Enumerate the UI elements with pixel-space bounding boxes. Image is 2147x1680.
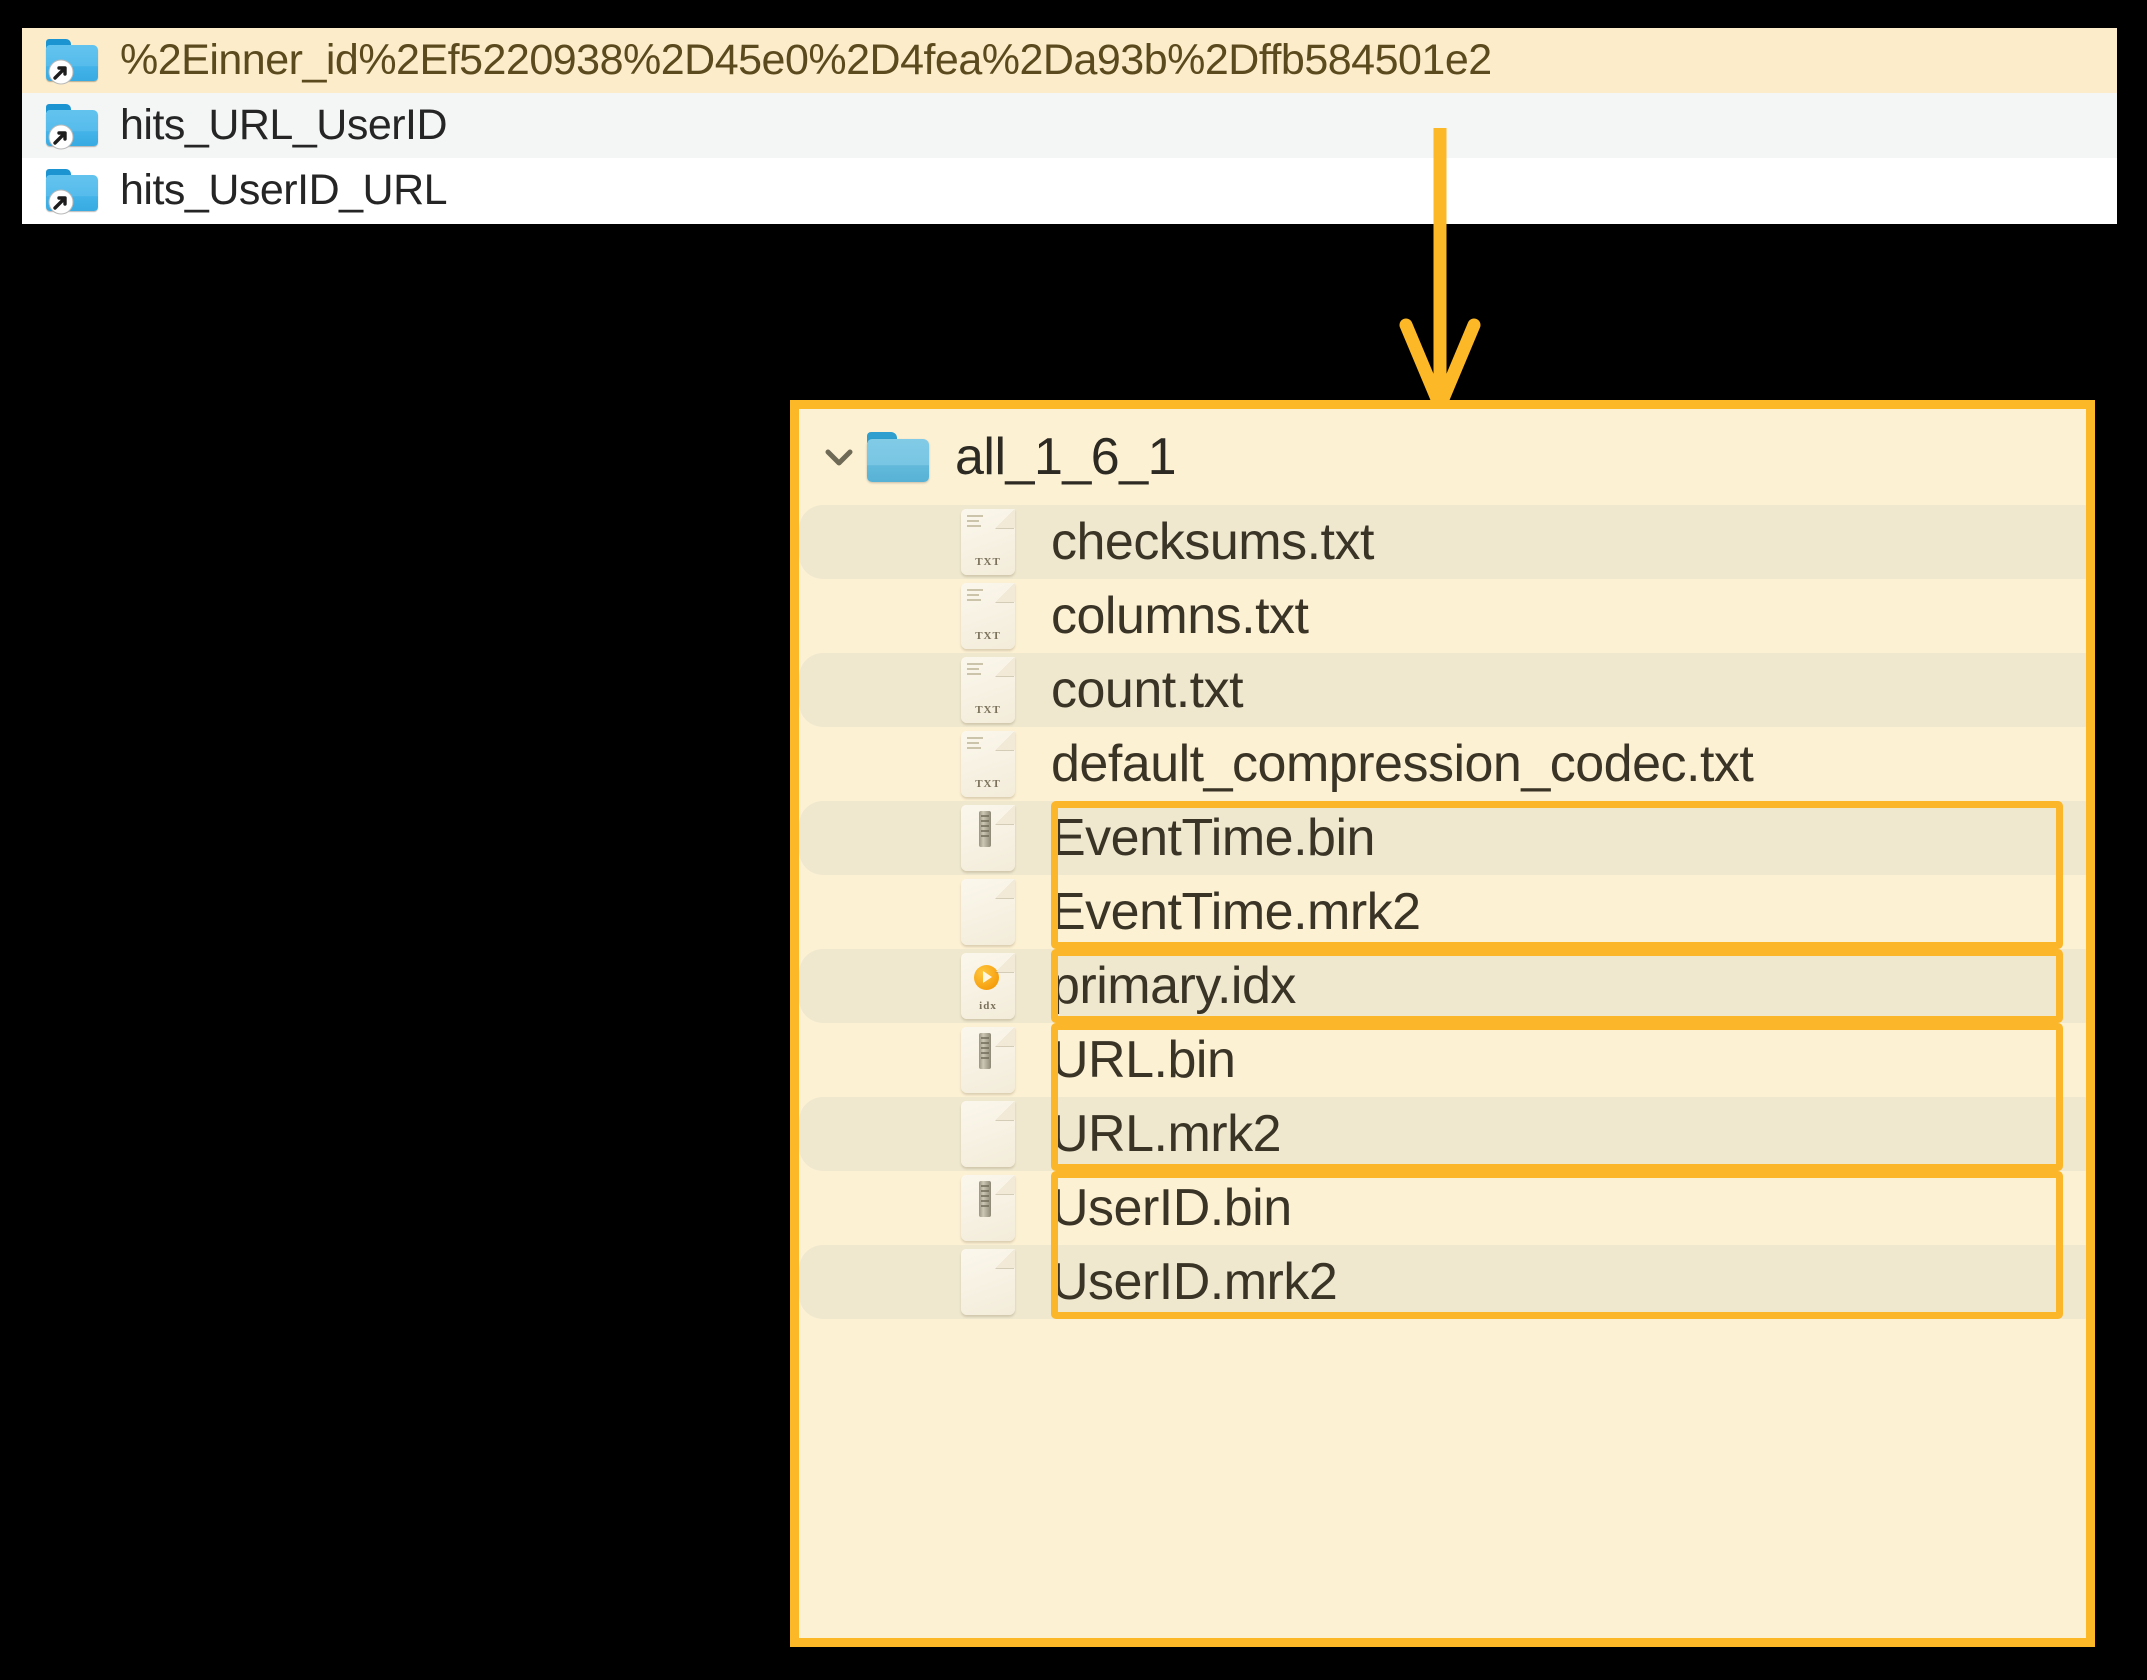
tree-file-row[interactable]: EventTime.mrk2 bbox=[799, 875, 2086, 949]
tree-file-label: EventTime.bin bbox=[1051, 809, 1375, 867]
bin-file-icon bbox=[961, 1175, 1015, 1241]
tree-file-row[interactable]: UserID.mrk2 bbox=[799, 1245, 2086, 1319]
tree-file-label: UserID.bin bbox=[1051, 1179, 1292, 1237]
folder-symlink-icon bbox=[46, 38, 98, 84]
tree-file-label: count.txt bbox=[1051, 661, 1244, 719]
symlink-folder-label: hits_UserID_URL bbox=[120, 166, 448, 214]
folder-symlink-icon bbox=[46, 103, 98, 149]
tree-file-label: columns.txt bbox=[1051, 587, 1309, 645]
file-icon-cell bbox=[799, 1175, 1051, 1241]
symlink-folder-row[interactable]: hits_URL_UserID bbox=[22, 93, 2117, 158]
symlink-folder-row[interactable]: hits_UserID_URL bbox=[22, 158, 2117, 223]
file-icon-cell bbox=[799, 1027, 1051, 1093]
file-icon-cell: TXT bbox=[799, 509, 1051, 575]
chevron-down-icon[interactable] bbox=[817, 435, 861, 479]
symlink-folder-label: hits_URL_UserID bbox=[120, 101, 448, 149]
tree-file-label: URL.bin bbox=[1051, 1031, 1236, 1089]
symlink-folder-label: %2Einner_id%2Ef5220938%2D45e0%2D4fea%2Da… bbox=[120, 36, 1492, 84]
txt-file-icon: TXT bbox=[961, 731, 1015, 797]
symlink-folder-list[interactable]: %2Einner_id%2Ef5220938%2D45e0%2D4fea%2Da… bbox=[22, 28, 2117, 224]
file-icon-cell: idx bbox=[799, 953, 1051, 1019]
tree-file-row[interactable]: TXT count.txt bbox=[799, 653, 2086, 727]
file-icon-cell: TXT bbox=[799, 657, 1051, 723]
tree-file-label: default_compression_codec.txt bbox=[1051, 735, 1754, 793]
tree-file-row[interactable]: EventTime.bin bbox=[799, 801, 2086, 875]
folder-icon bbox=[867, 432, 929, 482]
blank-file-icon bbox=[961, 879, 1015, 945]
txt-file-icon: TXT bbox=[961, 657, 1015, 723]
bin-file-icon bbox=[961, 1027, 1015, 1093]
file-icon-cell bbox=[799, 1101, 1051, 1167]
bin-file-icon bbox=[961, 805, 1015, 871]
file-icon-cell: TXT bbox=[799, 731, 1051, 797]
txt-file-icon: TXT bbox=[961, 583, 1015, 649]
tree-file-label: checksums.txt bbox=[1051, 513, 1374, 571]
idx-file-icon: idx bbox=[961, 953, 1015, 1019]
tree-file-row[interactable]: TXT default_compression_codec.txt bbox=[799, 727, 2086, 801]
alias-arrow-icon bbox=[48, 189, 74, 214]
tree-file-label: EventTime.mrk2 bbox=[1051, 883, 1421, 941]
txt-file-icon: TXT bbox=[961, 509, 1015, 575]
alias-arrow-icon bbox=[48, 124, 74, 149]
file-icon-cell bbox=[799, 805, 1051, 871]
file-icon-cell bbox=[799, 1249, 1051, 1315]
folder-symlink-icon bbox=[46, 168, 98, 214]
tree-file-row[interactable]: URL.bin bbox=[799, 1023, 2086, 1097]
file-icon-cell: TXT bbox=[799, 583, 1051, 649]
tree-file-label: UserID.mrk2 bbox=[1051, 1253, 1338, 1311]
tree-file-label: primary.idx bbox=[1051, 957, 1296, 1015]
tree-folder-row[interactable]: all_1_6_1 bbox=[799, 409, 2086, 505]
tree-file-row[interactable]: UserID.bin bbox=[799, 1171, 2086, 1245]
file-icon-cell bbox=[799, 879, 1051, 945]
tree-file-label: URL.mrk2 bbox=[1051, 1105, 1282, 1163]
alias-arrow-icon bbox=[48, 59, 74, 84]
tree-file-row[interactable]: idx primary.idx bbox=[799, 949, 2086, 1023]
tree-folder-label: all_1_6_1 bbox=[955, 428, 1177, 486]
tree-file-row[interactable]: TXT checksums.txt bbox=[799, 505, 2086, 579]
blank-file-icon bbox=[961, 1249, 1015, 1315]
blank-file-icon bbox=[961, 1101, 1015, 1167]
symlink-folder-row[interactable]: %2Einner_id%2Ef5220938%2D45e0%2D4fea%2Da… bbox=[22, 28, 2117, 93]
tree-file-row[interactable]: TXT columns.txt bbox=[799, 579, 2086, 653]
tree-file-row[interactable]: URL.mrk2 bbox=[799, 1097, 2086, 1171]
